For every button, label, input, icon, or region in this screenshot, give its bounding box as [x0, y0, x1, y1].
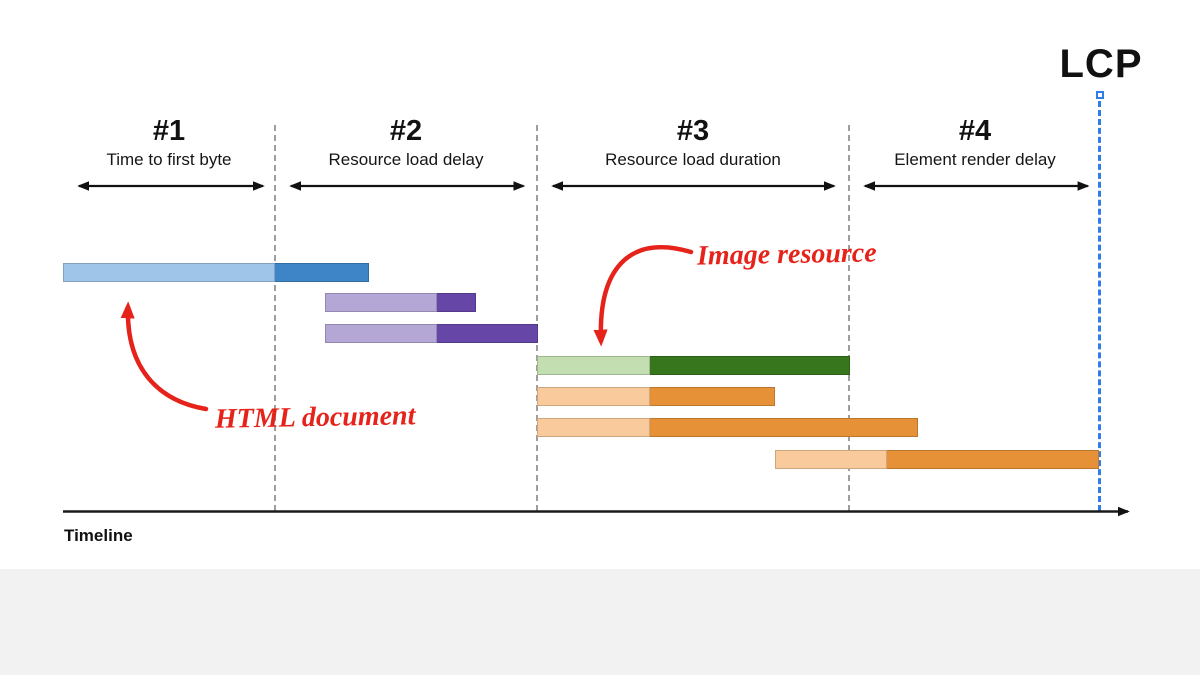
legend-panel: Document Stylesheet Script Image — [0, 569, 1200, 675]
phase-header-4: #4 Element render delay — [849, 114, 1101, 192]
double-arrow-icon — [863, 181, 1090, 191]
bar-segment-dark — [437, 324, 538, 343]
phase-number: #1 — [152, 115, 186, 147]
phase-separator-1 — [274, 125, 276, 511]
lcp-title: LCP — [1059, 42, 1143, 86]
phase-header-3: #3 Resource load duration — [537, 114, 849, 192]
phase-label: Time to first byte — [106, 150, 232, 169]
phase-number: #4 — [958, 115, 992, 147]
phase-separator-3 — [848, 125, 850, 511]
double-arrow-icon — [551, 181, 836, 191]
bar-segment-dark — [437, 293, 476, 312]
bar-segment-light — [537, 418, 650, 437]
html-document-annotation: HTML document — [214, 400, 416, 435]
bar-stylesheet-2 — [325, 324, 538, 343]
bar-segment-light — [325, 324, 437, 343]
lcp-marker-square-icon — [1096, 91, 1104, 99]
lcp-marker-line — [1098, 101, 1101, 511]
bar-script-3 — [775, 450, 1099, 469]
bar-segment-dark — [650, 356, 850, 375]
bar-segment-light — [537, 387, 650, 406]
image-resource-arrow-icon — [593, 245, 694, 347]
phase-label: Element render delay — [894, 150, 1056, 169]
bar-document — [63, 263, 369, 282]
bar-stylesheet-1 — [325, 293, 476, 312]
double-arrow-icon — [77, 181, 265, 191]
phase-header-2: #2 Resource load delay — [275, 114, 537, 192]
bar-segment-dark — [887, 450, 1099, 469]
bar-segment-light — [325, 293, 437, 312]
double-arrow-icon — [289, 181, 526, 191]
bar-script-1 — [537, 387, 775, 406]
bar-image — [537, 356, 850, 375]
html-document-arrow-icon — [120, 301, 209, 412]
phase-label: Resource load duration — [605, 150, 781, 169]
phase-separator-2 — [536, 125, 538, 511]
bar-segment-dark — [650, 387, 775, 406]
timeline-label: Timeline — [64, 526, 133, 545]
phase-number: #2 — [389, 115, 423, 147]
bar-script-2 — [537, 418, 918, 437]
phase-label: Resource load delay — [328, 150, 484, 169]
bar-segment-dark — [650, 418, 918, 437]
bar-segment-light — [775, 450, 887, 469]
image-resource-annotation: Image resource — [696, 237, 877, 272]
bar-segment-light — [63, 263, 275, 282]
bar-segment-dark — [275, 263, 369, 282]
phase-header-1: #1 Time to first byte — [63, 114, 275, 192]
bar-segment-light — [537, 356, 650, 375]
phase-number: #3 — [676, 115, 710, 147]
